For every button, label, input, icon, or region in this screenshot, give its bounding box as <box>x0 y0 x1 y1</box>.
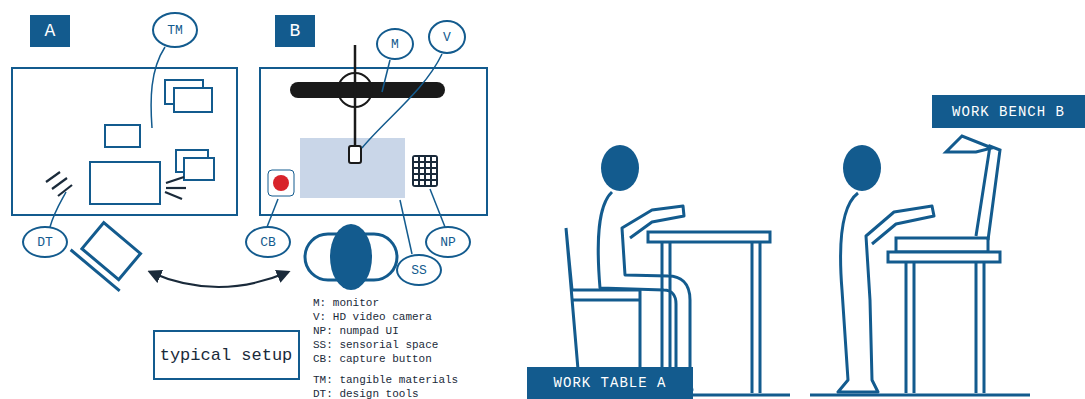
legend-key-line: SS: sensorial space <box>313 339 438 352</box>
node-text: WORK BENCH B <box>952 104 1065 120</box>
callout-bubble: DT <box>22 226 68 258</box>
work-table-panel <box>12 68 237 215</box>
node-text: B <box>290 21 301 41</box>
work-bench-panel <box>260 68 487 215</box>
leader-lines <box>50 47 445 254</box>
laptop <box>71 218 147 291</box>
legend-key-line: DT: design tools <box>313 388 419 399</box>
panel-tag: B <box>275 15 315 47</box>
material <box>105 125 140 147</box>
material <box>184 158 214 180</box>
numpad <box>412 155 438 187</box>
table-label: WORK TABLE A <box>527 367 693 399</box>
callout-bubble: SS <box>396 254 442 286</box>
work-bench <box>888 136 1000 393</box>
video-camera <box>349 146 361 163</box>
setup-box: typical setup <box>153 330 300 380</box>
bench-label: WORK BENCH B <box>932 95 1085 128</box>
legend-key-line: M: monitor <box>313 297 379 310</box>
node-text: CB <box>260 235 276 250</box>
legend-key-line: CB: capture button <box>313 353 432 366</box>
seated-person <box>566 145 692 393</box>
material <box>90 162 160 204</box>
legend-key-line: NP: numpad UI <box>313 325 399 338</box>
legend-key-line: TM: tangible materials <box>313 374 458 387</box>
node-text: M <box>391 37 399 52</box>
design-tools <box>46 172 186 199</box>
node-text: typical setup <box>160 346 293 365</box>
material <box>174 88 212 112</box>
standing-person <box>838 145 934 392</box>
node-text: NP <box>440 235 456 250</box>
capture-button <box>268 170 294 196</box>
node-text: DT <box>37 235 53 250</box>
legend-key-line: V: HD video camera <box>313 311 432 324</box>
callout-bubble: TM <box>152 12 198 48</box>
node-text: WORK TABLE A <box>554 375 667 391</box>
node-text: SS <box>411 263 427 278</box>
swap-arrow <box>150 272 288 287</box>
node-text: TM <box>167 23 183 38</box>
callout-bubble: M <box>376 28 414 60</box>
node-text: V <box>443 30 451 45</box>
sensorial-space <box>300 138 405 198</box>
panel-tag: A <box>30 15 70 47</box>
callout-bubble: V <box>428 20 466 54</box>
callout-bubble: NP <box>425 226 471 258</box>
callout-bubble: CB <box>245 226 291 258</box>
node-text: A <box>45 21 56 41</box>
